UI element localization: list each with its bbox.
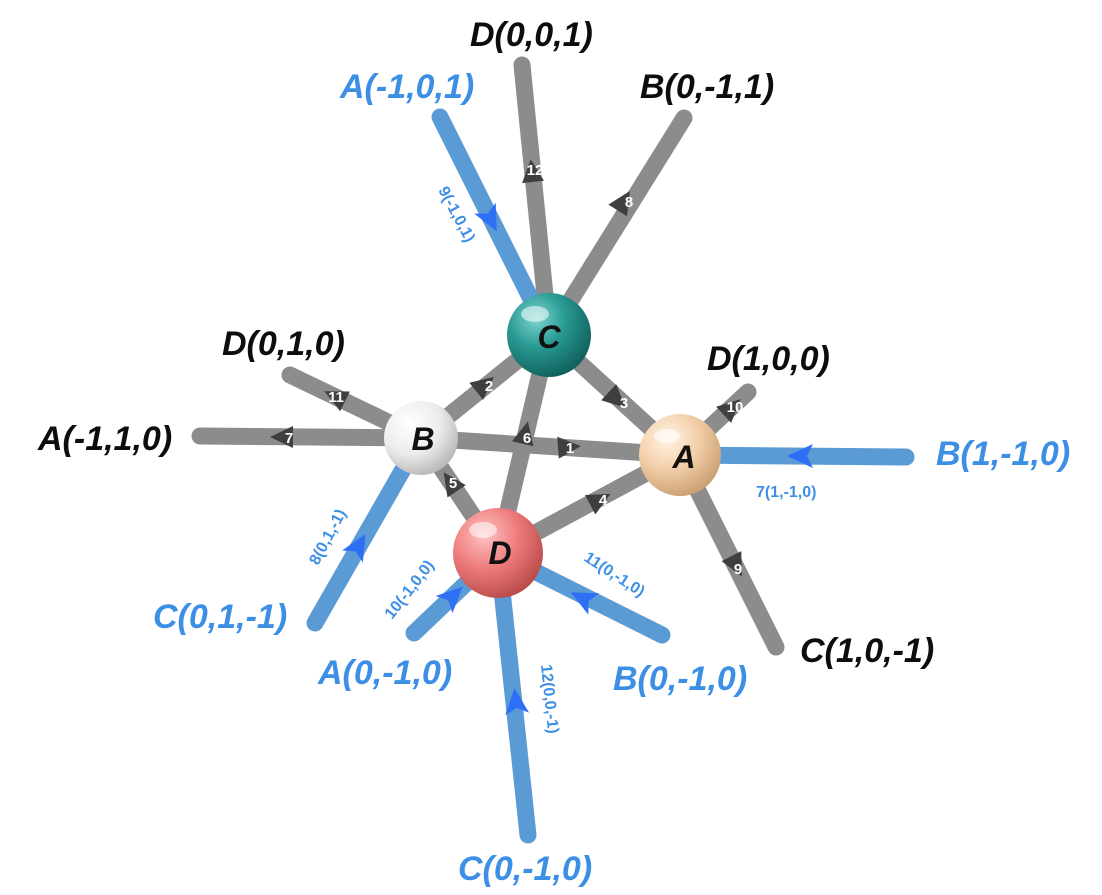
arrow-blue-11	[570, 592, 600, 615]
atom-label-B: B	[411, 421, 434, 457]
arrow-2	[469, 376, 495, 400]
bond-number-10: 10	[727, 399, 744, 416]
bond-C-B0m11	[540, 109, 693, 344]
arrow-9	[721, 551, 742, 577]
atom-label-A: A	[671, 439, 695, 475]
atom-label-C: C	[537, 319, 561, 355]
arrow-8	[608, 190, 630, 217]
label-C0m10: C(0,-1,0)	[458, 850, 592, 888]
label-C01m1: C(0,1,-1)	[153, 598, 287, 636]
blue-arrows	[342, 202, 813, 716]
label-D010: D(0,1,0)	[222, 325, 345, 363]
blue-endpoint-labels: A(-1,0,1) B(1,-1,0) C(0,1,-1) A(0,-1,0) …	[153, 68, 1070, 888]
bond-number-6: 6	[523, 430, 531, 447]
label-B0m11: B(0,-1,1)	[640, 68, 774, 106]
black-endpoint-labels: D(0,0,1) B(0,-1,1) D(0,1,0) D(1,0,0) A(-…	[37, 16, 934, 670]
atom-A: A	[639, 414, 721, 496]
atom-label-D: D	[488, 535, 511, 571]
arrow-6	[512, 421, 534, 447]
arrow-3	[601, 384, 626, 408]
arrow-12	[522, 159, 544, 184]
arrow-10	[716, 399, 741, 423]
arrow-7	[270, 426, 293, 448]
label-Am101: A(-1,0,1)	[339, 68, 474, 106]
bond-number-2: 2	[485, 378, 493, 395]
bond-number-4: 4	[599, 492, 608, 509]
label-D001: D(0,0,1)	[470, 16, 593, 54]
vector-label-7: 7(1,-1,0)	[756, 484, 816, 501]
bond-number-9: 9	[734, 561, 742, 578]
label-B0m10: B(0,-1,0)	[613, 660, 747, 698]
arrow-5	[443, 472, 466, 498]
arrow-11	[324, 391, 350, 412]
bond-number-8: 8	[625, 194, 633, 211]
atom-B: B	[384, 401, 458, 475]
bond-number-3: 3	[620, 395, 628, 412]
label-A0m10: A(0,-1,0)	[317, 654, 452, 692]
arrow-blue-9	[474, 202, 497, 232]
label-Am110: A(-1,1,0)	[37, 420, 172, 458]
label-C10m1: C(1,0,-1)	[800, 632, 934, 670]
label-D100: D(1,0,0)	[707, 340, 830, 378]
arrow-blue-12	[505, 688, 530, 716]
atom-D: D	[453, 508, 543, 598]
arrow-blue-8	[342, 534, 366, 563]
bond-number-11: 11	[328, 389, 344, 406]
arrow-1	[557, 436, 581, 459]
bond-number-12: 12	[527, 162, 544, 179]
atom-C: C	[507, 293, 591, 377]
bond-C-D001	[513, 56, 558, 344]
arrow-blue-7	[787, 444, 813, 468]
vector-label-12: 12(0,0,-1)	[537, 664, 561, 735]
arrow-4	[585, 493, 611, 515]
label-B1m10: B(1,-1,0)	[936, 435, 1070, 473]
gray-arrows	[270, 159, 742, 577]
bond-number-5: 5	[449, 475, 457, 492]
arrow-blue-10	[435, 586, 463, 614]
bond-number-7: 7	[285, 430, 293, 447]
bond-B-A	[412, 429, 689, 464]
bond-number-labels: 12 8 2 3 6 11 7 1 5 10 4 9	[285, 162, 744, 578]
bond-number-1: 1	[566, 440, 574, 457]
